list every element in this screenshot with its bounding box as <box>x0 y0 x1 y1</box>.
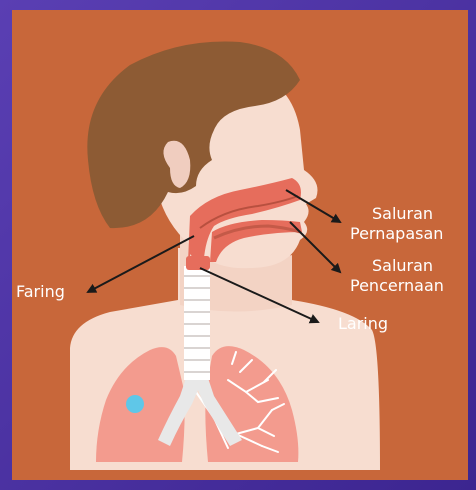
label-saluran-pencernaan-line1: Saluran <box>372 256 433 276</box>
label-saluran-pernapasan-line1: Saluran <box>372 204 433 224</box>
label-saluran-pencernaan-line2: Pencernaan <box>350 276 444 296</box>
label-saluran-pernapasan-line2: Pernapasan <box>350 224 443 244</box>
label-laring: Laring <box>338 314 388 334</box>
lung-spot <box>126 395 144 413</box>
label-faring: Faring <box>16 282 65 302</box>
arrow-saluran-pencernaan <box>290 222 340 272</box>
larynx <box>186 256 210 270</box>
